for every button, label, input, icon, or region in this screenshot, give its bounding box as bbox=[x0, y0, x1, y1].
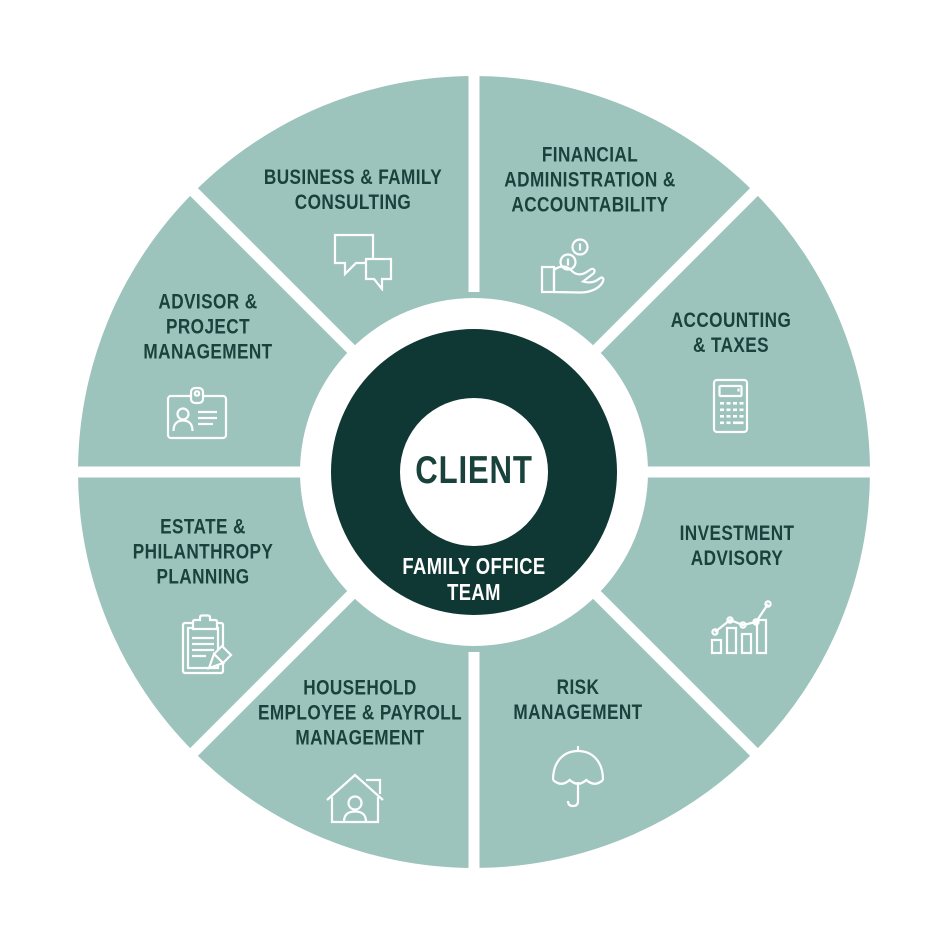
sector-financial-administration bbox=[474, 76, 754, 349]
sector-advisor-project bbox=[78, 192, 351, 472]
segment-label-advisor-project: ADVISOR & PROJECT MANAGEMENT bbox=[143, 289, 273, 364]
umbrella-icon bbox=[549, 744, 607, 810]
sector-accounting-taxes bbox=[597, 192, 870, 472]
calculator-icon bbox=[697, 378, 763, 434]
segment-label-estate-philanthropy: ESTATE & PHILANTHROPY PLANNING bbox=[132, 514, 274, 589]
segment-label-investment-advisory: INVESTMENT ADVISORY bbox=[679, 521, 795, 570]
center-white-circle bbox=[400, 398, 548, 546]
clipboard-pencil-icon bbox=[179, 614, 239, 676]
segment-label-business-family-consulting: BUSINESS & FAMILY CONSULTING bbox=[263, 165, 443, 214]
client-label: CLIENT bbox=[415, 449, 533, 492]
sector-estate-philanthropy bbox=[78, 472, 351, 752]
sector-investment-advisory bbox=[597, 472, 870, 752]
segment-dividers bbox=[68, 66, 880, 878]
id-badge-icon bbox=[164, 384, 230, 440]
segment-label-financial-administration: FINANCIAL ADMINISTRATION & ACCOUNTABILIT… bbox=[504, 142, 676, 217]
house-person-icon bbox=[324, 767, 386, 827]
sector-business-family-consulting bbox=[194, 76, 474, 349]
family-office-team-label: FAMILY OFFICE TEAM bbox=[402, 553, 546, 605]
sector-household-employee-payroll bbox=[194, 595, 474, 868]
segment-label-risk-management: RISK MANAGEMENT bbox=[513, 675, 643, 724]
segment-label-accounting-taxes: ACCOUNTING & TAXES bbox=[670, 308, 792, 357]
growth-chart-icon bbox=[708, 594, 774, 656]
coins-in-hand-icon bbox=[539, 238, 605, 298]
segment-label-household-employee-payroll: HOUSEHOLD EMPLOYEE & PAYROLL MANAGEMENT bbox=[257, 675, 463, 750]
sector-risk-management bbox=[474, 595, 754, 868]
speech-bubbles-icon bbox=[330, 231, 396, 291]
